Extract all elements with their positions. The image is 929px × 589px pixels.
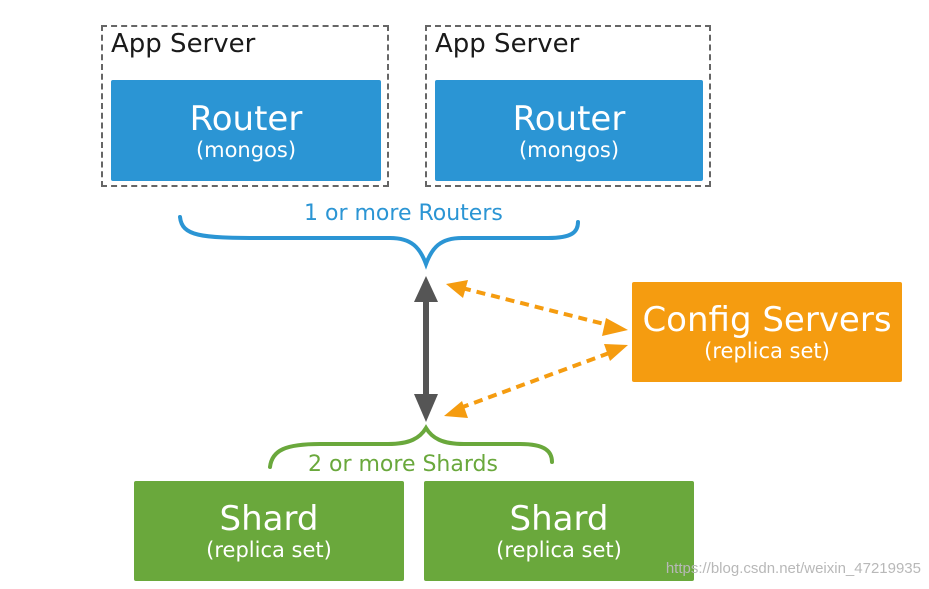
router-title: Router [189, 98, 303, 139]
config-servers-title: Config Servers [642, 300, 892, 340]
config-servers-subtitle: (replica set) [704, 339, 830, 363]
shard-subtitle: (replica set) [206, 538, 332, 562]
shard-title: Shard [219, 499, 319, 539]
router-subtitle: (mongos) [518, 137, 620, 162]
shard-subtitle: (replica set) [496, 538, 622, 562]
watermark-text: https://blog.csdn.net/weixin_47219935 [665, 560, 921, 577]
shards-brace [268, 424, 554, 469]
app-server-1: App Server Router (mongos) [101, 25, 389, 187]
app-server-label: App Server [435, 29, 580, 59]
router-title: Router [512, 98, 626, 139]
shard-title: Shard [509, 499, 609, 539]
config-shard-arrow [444, 344, 628, 418]
shards-brace-label: 2 or more Shards [308, 452, 498, 477]
config-servers-box: Config Servers (replica set) [632, 282, 902, 382]
shard-box-2: Shard (replica set) [424, 481, 694, 581]
routers-brace-label: 1 or more Routers [304, 201, 503, 226]
app-server-2: App Server Router (mongos) [425, 25, 711, 187]
router-box-2: Router (mongos) [435, 80, 703, 181]
shard-box-1: Shard (replica set) [134, 481, 404, 581]
config-router-arrow [446, 280, 628, 336]
router-shard-arrow [414, 276, 438, 422]
router-box-1: Router (mongos) [111, 80, 381, 181]
router-subtitle: (mongos) [195, 137, 297, 162]
app-server-label: App Server [111, 29, 256, 59]
routers-brace [178, 215, 580, 270]
